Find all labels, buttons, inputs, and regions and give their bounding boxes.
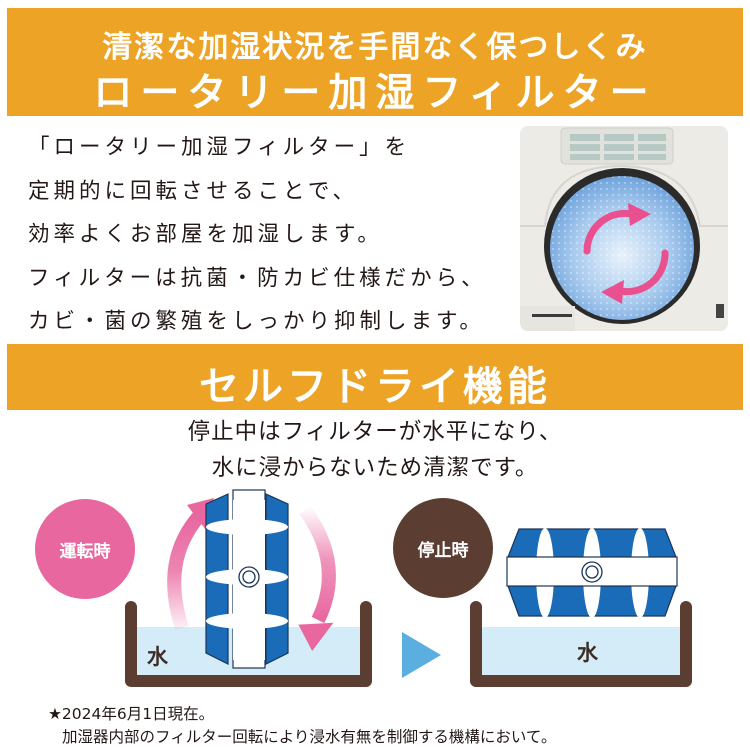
section-banner: セルフドライ機能 — [7, 344, 743, 410]
intro-line: 「ロータリー加湿フィルター」を — [28, 135, 411, 160]
intro-line: フィルターは抗菌・防カビ仕様だから、 — [28, 265, 487, 291]
description-line: 停止中はフィルターが水平になり、 — [187, 419, 563, 445]
intro-line: 定期的に回転させることで、 — [28, 178, 358, 204]
humidifier-illustration — [520, 126, 728, 331]
play-triangle-icon — [402, 632, 441, 678]
description-line: 水に浸からないため清潔です。 — [211, 455, 539, 481]
footnote-detail: 加湿器内部のフィルター回転により浸水有無を制御する機構において。 — [62, 728, 557, 746]
humidifier-filter-photo — [520, 126, 728, 331]
water-label-running: 水 — [147, 645, 168, 669]
section-description: 停止中はフィルターが水平になり、 水に浸からないため清潔です。 — [0, 414, 750, 486]
running-badge: 運転時 — [35, 499, 135, 599]
footnote-date: ★2024年6月1日現在。 — [48, 705, 215, 723]
section-title: セルフドライ機能 — [199, 364, 551, 410]
intro-text: 「ロータリー加湿フィルター」を 定期的に回転させることで、 効率よくお部屋を加湿… — [28, 126, 487, 344]
intro-line: 効率よくお部屋を加湿します。 — [28, 222, 383, 247]
water-label-stopped: 水 — [577, 641, 598, 665]
header-title: ロータリー加湿フィルター — [93, 71, 657, 116]
header-subtitle: 清潔な加湿状況を手間なく保つしくみ — [102, 30, 648, 65]
header-banner: 清潔な加湿状況を手間なく保つしくみ ロータリー加湿フィルター — [7, 8, 743, 116]
stopped-badge: 停止時 — [393, 498, 493, 598]
intro-line: カビ・菌の繁殖をしっかり抑制します。 — [28, 309, 485, 334]
